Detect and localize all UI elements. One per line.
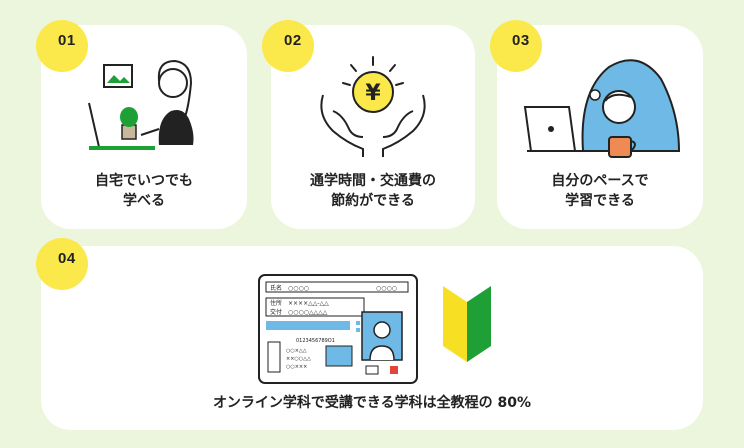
feature-caption-01: 自宅でいつでも 学べる (95, 173, 193, 209)
license-address-value: ××××△△-△△ (288, 300, 329, 307)
license-row-b: ××○○△△ (286, 356, 311, 362)
license-id-value: ○○○○ (376, 285, 397, 292)
feature-card-01: 自宅でいつでも 学べる (41, 25, 247, 229)
feature-card-04: 氏名 ○○○○ ○○○○ 住所 ××××△△-△△ 交付 ○○○○△△△△ 01… (41, 246, 703, 430)
badge-number-02: 02 (262, 20, 314, 72)
hands-holding-yen-coin-illustration: ¥ (320, 56, 426, 157)
person-in-blanket-with-laptop-illustration (523, 59, 681, 158)
badge-number-04: 04 (36, 238, 88, 290)
woman-at-laptop-illustration (88, 59, 194, 150)
feature-caption-02: 通学時間・交通費の 節約ができる (310, 173, 436, 209)
license-name-label: 氏名 (270, 284, 282, 292)
yen-symbol: ¥ (365, 81, 381, 106)
badge-number-03: 03 (490, 20, 542, 72)
feature-caption-04: オンライン学科で受講できる学科は全教程の 80% (212, 395, 532, 411)
license-card-illustration: 氏名 ○○○○ ○○○○ 住所 ××××△△-△△ 交付 ○○○○△△△△ 01… (258, 274, 418, 384)
license-issue-value: ○○○○△△△△ (288, 309, 328, 316)
license-row-a: ○○×△△ (286, 348, 307, 354)
license-address-label: 住所 (270, 299, 282, 307)
beginner-mark-icon (443, 286, 491, 362)
license-row-c: ○○××× (286, 364, 307, 370)
badge-number-01: 01 (36, 20, 88, 72)
feature-caption-03: 自分のペースで 学習できる (551, 173, 649, 209)
license-issue-label: 交付 (270, 308, 282, 316)
license-number: 0123456789O1 (296, 338, 335, 344)
license-name-value: ○○○○ (288, 285, 309, 292)
